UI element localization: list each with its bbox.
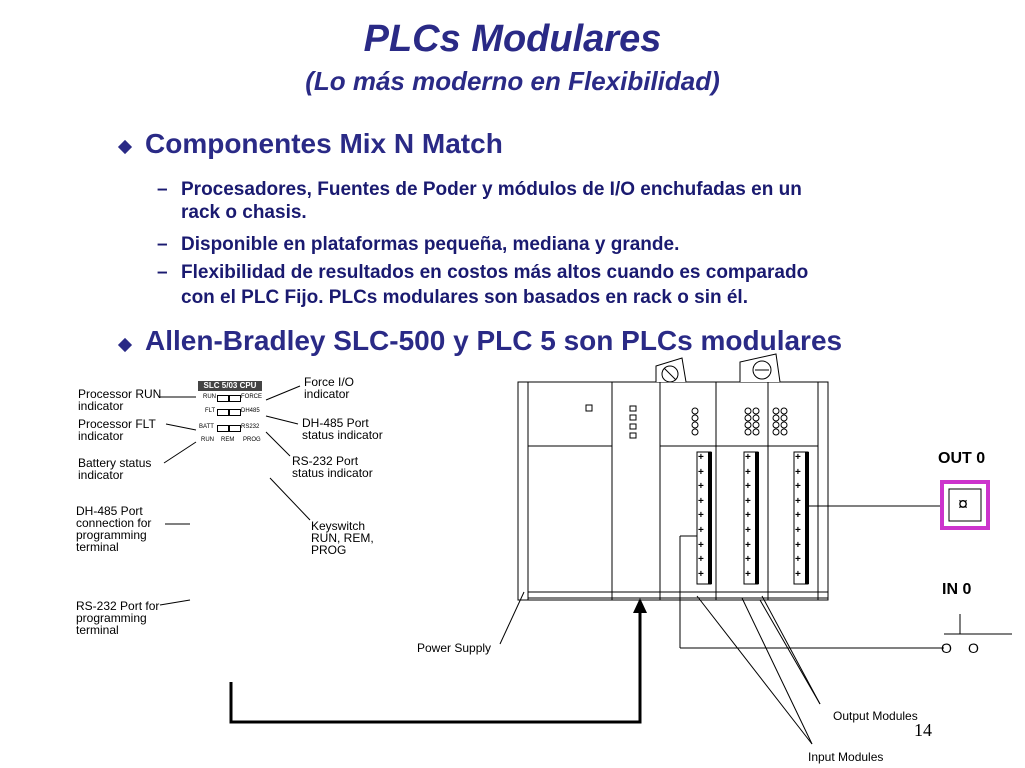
label-processor-flt: Processor FLT indicator [78,418,156,442]
led-box [229,409,241,416]
label-line: Force I/O [304,375,355,389]
dash-icon: – [157,262,168,283]
terminal-mark: + [795,481,801,493]
cpu-led-rs232: RS232 [241,424,260,430]
led-box [229,395,241,402]
terminal-mark: + [795,466,801,478]
terminal-mark: + [698,466,704,478]
terminal-mark: + [795,539,801,551]
label-line: Battery status [78,456,152,470]
label-power-supply: Power Supply [417,641,492,655]
label-line: terminal [76,623,119,637]
label-line: PROG [311,543,347,557]
label-line: programming [76,611,147,625]
terminal-mark: + [698,510,704,522]
label-line: indicator [304,387,350,401]
label-in0: IN 0 [942,581,972,598]
terminal-mark: + [745,554,751,566]
led-box [229,425,241,432]
page-number: 14 [914,720,932,740]
terminal-mark: + [745,539,751,551]
sub-item-1-line2: rack o chasis. [181,202,307,223]
cpu-key-prog: PROG [243,437,261,443]
terminal-mark: + [745,525,751,536]
dash-icon: – [157,179,168,200]
terminal-mark: + [698,554,704,566]
label-line: connection for [76,516,152,530]
label-line: programming [76,528,147,542]
terminal-mark: + [795,495,801,507]
label-rs232-programming: RS-232 Port for programming terminal [76,600,159,636]
sub-item-2-line1: Disponible en plataformas pequeña, media… [181,234,680,255]
cpu-led-force: FORCE [241,394,262,400]
terminal-mark: + [745,510,751,522]
label-line: Keyswitch [311,519,366,533]
sub-item-1-line1: Procesadores, Fuentes de Poder y módulos… [181,179,802,200]
led-box [217,409,229,416]
lamp-icon: ¤ [958,494,969,514]
label-line: DH-485 Port [76,504,143,518]
terminal-mark: + [795,510,801,522]
label-line: indicator [78,399,124,413]
terminal-mark: + [745,568,751,580]
contact-right-icon: O [968,640,979,656]
terminal-mark: + [745,495,751,507]
terminal-mark: + [698,495,704,507]
label-input-modules: Input Modules [808,750,884,764]
label-line: indicator [78,468,124,482]
terminal-mark: + [745,466,751,478]
bullet-heading-2: Allen-Bradley SLC-500 y PLC 5 son PLCs m… [145,325,843,356]
terminal-mark: + [698,452,704,463]
label-output-modules: Output Modules [833,709,918,723]
label-processor-run: Processor RUN indicator [78,388,161,412]
label-battery-status: Battery status indicator [78,457,151,481]
sub-item-3-line1: Flexibilidad de resultados en costos más… [181,262,809,283]
label-force-io: Force I/O indicator [304,376,354,400]
cpu-key-run: RUN [201,437,214,443]
cpu-key-rem: REM [221,437,235,443]
label-line: status indicator [302,428,383,442]
cpu-led-batt: BATT [199,424,214,430]
terminal-mark: + [745,452,751,463]
label-line: Processor RUN [78,387,162,401]
led-box [217,425,229,432]
page-subtitle: (Lo más moderno en Flexibilidad) [305,66,720,96]
terminal-mark: + [795,568,801,580]
label-dh485-status: DH-485 Port status indicator [302,417,383,441]
led-box [217,395,229,402]
terminal-mark: + [698,525,704,536]
label-line: RS-232 Port [292,454,359,468]
label-dh485-connection: DH-485 Port connection for programming t… [76,505,151,553]
label-rs232-status: RS-232 Port status indicator [292,455,373,479]
label-keyswitch: Keyswitch RUN, REM, PROG [311,520,374,556]
page-title: PLCs Modulares [363,18,662,60]
terminal-mark: + [698,481,704,493]
label-line: Processor FLT [78,417,156,431]
contact-left-icon: O [941,640,952,656]
cpu-model-tag: SLC 5/03 CPU [198,381,262,391]
terminal-mark: + [795,525,801,536]
label-line: RUN, REM, [311,531,374,545]
label-out0: OUT 0 [938,450,986,467]
label-line: terminal [76,540,119,554]
label-line: RS-232 Port for [76,599,160,613]
cpu-led-dh485: DH485 [241,408,260,414]
terminal-mark: + [698,539,704,551]
cpu-led-run: RUN [203,394,216,400]
terminal-mark: + [698,568,704,580]
label-line: DH-485 Port [302,416,369,430]
sub-item-3-line2: con el PLC Fijo. PLCs modulares son basa… [181,287,748,308]
bullet-heading-1: Componentes Mix N Match [145,128,503,159]
label-line: indicator [78,429,124,443]
terminal-mark: + [795,554,801,566]
label-line: status indicator [292,466,373,480]
terminal-mark: + [795,452,801,463]
cpu-led-flt: FLT [205,408,216,414]
terminal-mark: + [745,481,751,493]
dash-icon: – [157,234,168,255]
